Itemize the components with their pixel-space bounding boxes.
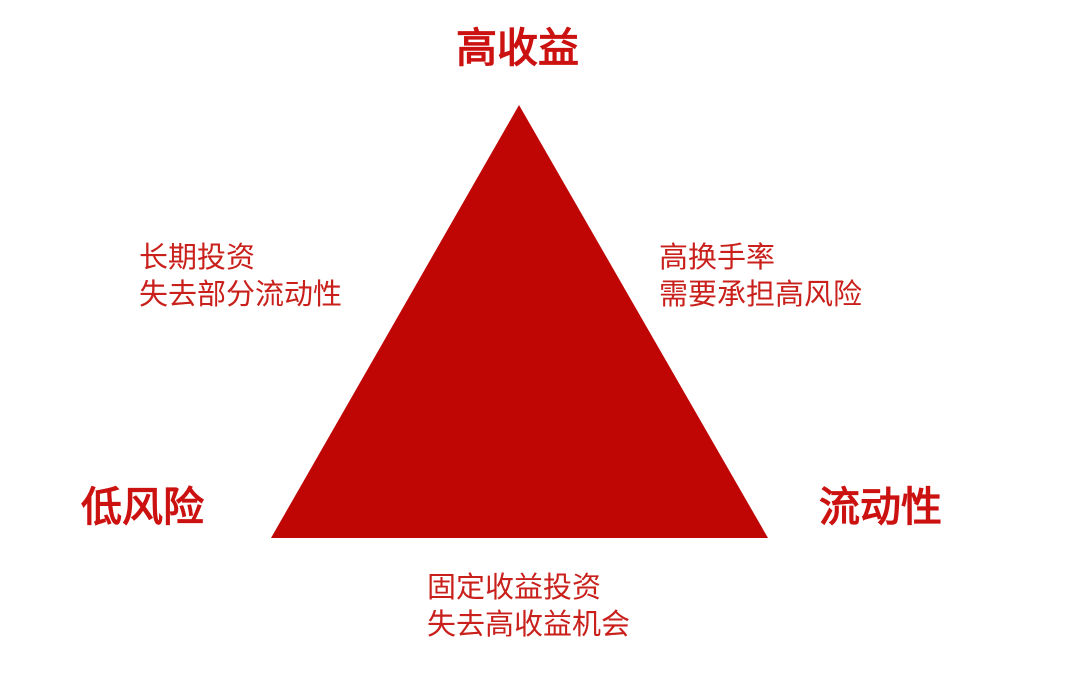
tradeoff-left-line-2: 失去部分流动性 — [139, 279, 343, 311]
vertex-label-low-risk: 低风险 — [81, 484, 204, 530]
vertex-label-high-return: 高收益 — [456, 25, 579, 71]
tradeoff-text-left: 长期投资 失去部分流动性 — [139, 240, 342, 314]
tradeoff-text-right: 高换手率 需要承担高风险 — [659, 240, 862, 314]
tradeoff-bottom-line-1: 固定收益投资 — [427, 572, 602, 604]
tradeoff-text-bottom: 固定收益投资 失去高收益机会 — [427, 570, 630, 644]
tradeoff-right-line-1: 高换手率 — [659, 242, 776, 274]
tradeoff-left-line-1: 长期投资 — [139, 242, 256, 274]
vertex-label-liquidity: 流动性 — [819, 484, 942, 530]
tradeoff-bottom-line-2: 失去高收益机会 — [427, 609, 631, 641]
tradeoff-right-line-2: 需要承担高风险 — [659, 279, 863, 311]
triangle-polygon — [271, 105, 768, 538]
